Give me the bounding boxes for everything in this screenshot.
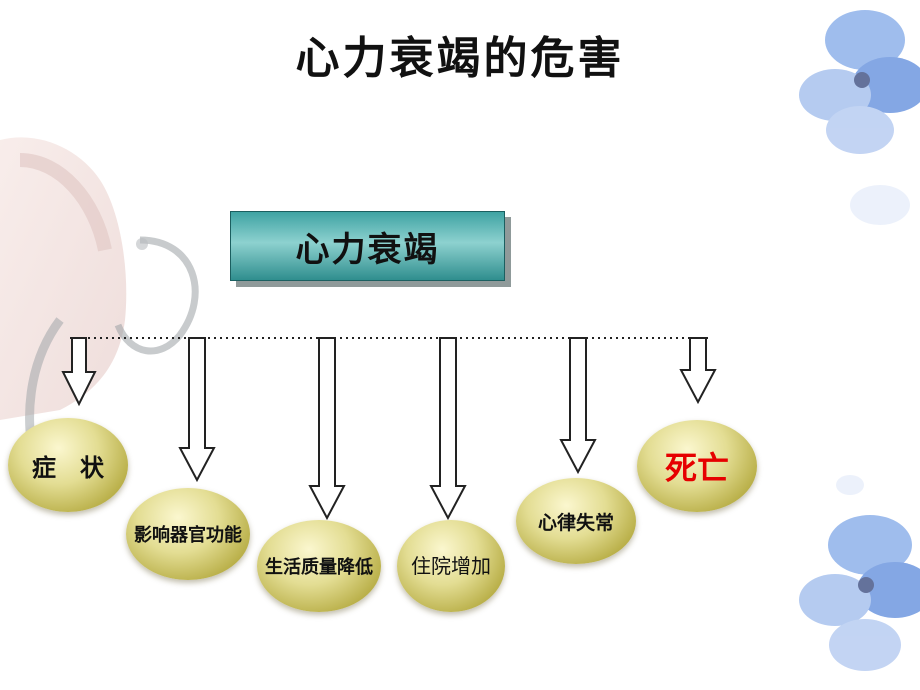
node-symptoms-label: 症 状 — [32, 453, 104, 482]
arrow-to-symptoms — [61, 337, 97, 407]
node-quality-of-life: 生活质量降低 — [257, 520, 381, 612]
arrow-to-hospitalization — [429, 337, 467, 521]
node-quality-of-life-label: 生活质量降低 — [265, 557, 373, 578]
node-death: 死亡 — [637, 420, 757, 512]
root-node-heart-failure: 心力衰竭 — [230, 211, 505, 281]
arrow-to-arrhythmia — [559, 337, 597, 475]
arrow-to-organ-function — [178, 337, 216, 483]
node-symptoms: 症 状 — [8, 418, 128, 512]
node-organ-function-label: 影响器官功能 — [134, 525, 242, 546]
blue-flower-image — [799, 10, 920, 671]
node-arrhythmia: 心律失常 — [516, 478, 636, 564]
node-organ-function: 影响器官功能 — [126, 488, 250, 580]
node-hospitalization: 住院增加 — [397, 520, 505, 612]
node-arrhythmia-label: 心律失常 — [537, 511, 614, 534]
arrow-to-quality-of-life — [308, 337, 346, 521]
node-death-label: 死亡 — [664, 449, 729, 487]
arrow-to-death — [679, 337, 717, 405]
slide-title: 心力衰竭的危害 — [295, 33, 625, 84]
node-hospitalization-label: 住院增加 — [411, 553, 491, 578]
